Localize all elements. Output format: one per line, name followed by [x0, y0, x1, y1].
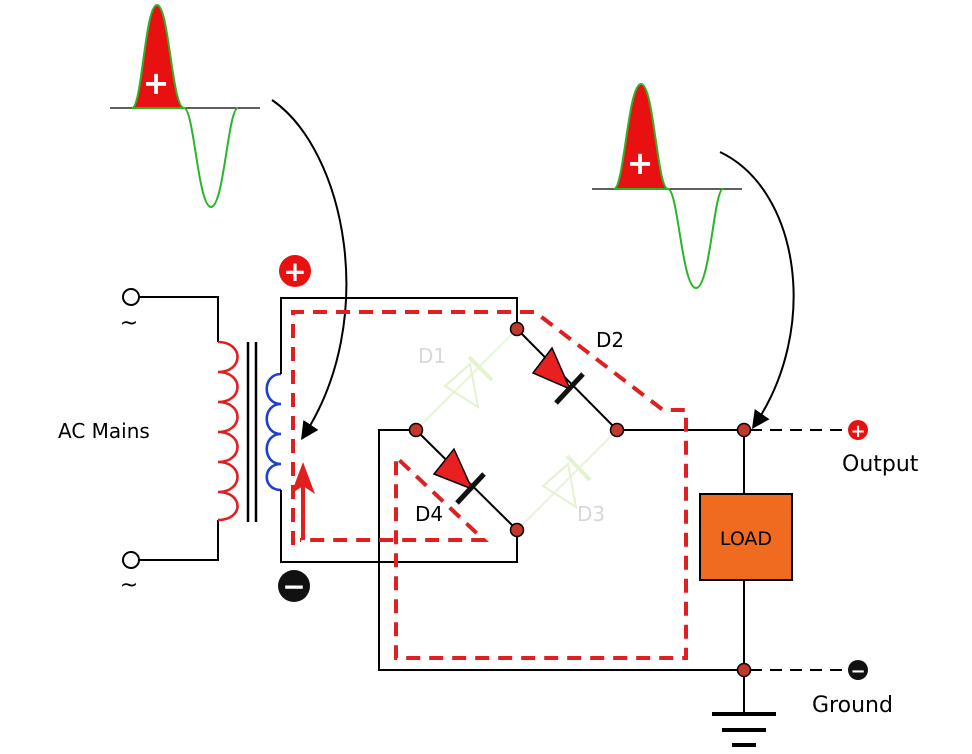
- current-path-forward: [291, 310, 688, 660]
- diode-d2: [516, 328, 618, 431]
- input-wave-positive-half: [131, 3, 185, 109]
- ac-mains-label: AC Mains: [58, 419, 150, 443]
- output-pointer-arrow: [719, 151, 795, 429]
- ground-label: Ground: [812, 693, 893, 718]
- positive-marker-symbol: +: [283, 255, 306, 288]
- node-bottom: [509, 522, 525, 538]
- input-waveform: +: [110, 3, 260, 209]
- primary-wire-top: [139, 296, 219, 342]
- output-waveform: +: [592, 82, 742, 290]
- secondary-wire-bottom: [280, 490, 518, 563]
- diode-d4: [415, 429, 518, 531]
- load-label: LOAD: [720, 528, 772, 550]
- node-right: [609, 422, 625, 438]
- node-left: [408, 422, 424, 438]
- input-wave-plus: +: [143, 64, 170, 102]
- output-wave-negative-half: [667, 188, 724, 290]
- input-wave-negative-half: [183, 107, 239, 209]
- node-top: [509, 321, 525, 337]
- diode-d3: [516, 429, 618, 531]
- primary-wire-bottom: [139, 520, 219, 561]
- d3-label: D3: [577, 502, 605, 526]
- output-terminal-symbol: +: [850, 421, 865, 442]
- output-label: Output: [842, 452, 919, 477]
- current-path-arrowhead: [291, 462, 315, 494]
- diode-d1: [415, 328, 518, 431]
- d1-label: D1: [418, 344, 446, 368]
- d4-label: D4: [415, 502, 443, 526]
- primary-coil: [217, 340, 239, 522]
- output-positive-terminal: +: [848, 420, 868, 442]
- ground-symbol: [712, 712, 776, 747]
- bridge-left-to-ground-wire: [378, 429, 744, 671]
- output-wave-plus: +: [627, 144, 654, 182]
- ac-symbol-top: ~: [120, 311, 138, 336]
- negative-marker-symbol: −: [282, 570, 305, 603]
- ground-terminal-symbol: −: [850, 661, 865, 682]
- load-resistor: LOAD: [699, 493, 793, 581]
- output-wave-positive-half: [613, 82, 669, 190]
- node-ground: [736, 662, 752, 678]
- node-output: [736, 422, 752, 438]
- ac-symbol-bottom: ~: [120, 573, 138, 598]
- ground-negative-terminal: −: [848, 660, 868, 682]
- ac-terminal-top: ~: [120, 288, 140, 336]
- secondary-wire-top: [280, 297, 518, 374]
- d2-label: D2: [596, 328, 624, 352]
- negative-marker: −: [278, 570, 310, 603]
- input-pointer-arrow: [271, 99, 348, 441]
- positive-marker: +: [279, 255, 311, 288]
- secondary-coil: [265, 372, 282, 492]
- ac-terminal-bottom: ~: [120, 551, 140, 598]
